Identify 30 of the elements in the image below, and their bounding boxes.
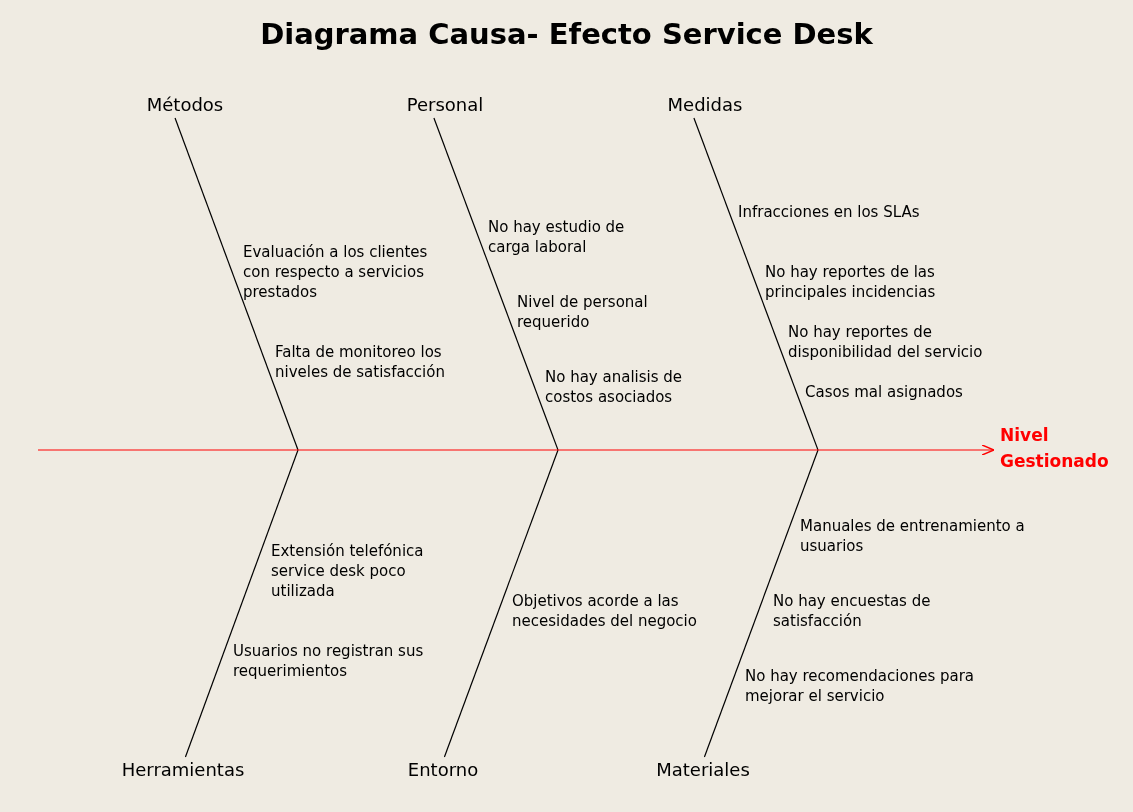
cause-text: No hay recomendaciones para mejorar el servicio <box>745 666 976 706</box>
cause-text: Falta de monitoreo los niveles de satisfacción <box>275 342 446 382</box>
bone-line <box>174 117 299 451</box>
bone-line <box>433 117 559 451</box>
cause-text: Evaluación a los clientes con respecto a servicios prestados <box>243 242 429 302</box>
cause-text: No hay estudio de carga laboral <box>488 217 626 257</box>
effect-label: Nivel Gestionado <box>1000 422 1130 474</box>
cause-text: Casos mal asignados <box>805 382 964 402</box>
category-label: Medidas <box>645 92 765 118</box>
cause-text: Infracciones en los SLAs <box>738 202 921 222</box>
cause-text: Usuarios no registran sus requerimientos <box>233 641 425 681</box>
cause-text: No hay analisis de costos asociados <box>545 367 684 407</box>
spine-arrow <box>37 444 995 456</box>
bone-line <box>443 449 559 758</box>
cause-text: Nivel de personal requerido <box>517 292 649 332</box>
cause-text: Extensión telefónica service desk poco utilizada <box>271 541 425 601</box>
bone-line <box>693 117 819 451</box>
cause-text: Objetivos acorde a las necesidades del negocio <box>512 591 698 631</box>
bone-line <box>184 449 299 758</box>
cause-text: No hay reportes de las principales incidencias <box>765 262 937 302</box>
cause-text: No hay encuestas de satisfacción <box>773 591 932 631</box>
cause-text: Manuales de entrenamiento a usuarios <box>800 516 1026 556</box>
category-label: Métodos <box>125 92 245 118</box>
cause-text: No hay reportes de disponibilidad del servicio <box>788 322 984 362</box>
bone-line <box>703 449 819 758</box>
category-label: Personal <box>385 92 505 118</box>
category-label: Materiales <box>643 757 763 783</box>
category-label: Herramientas <box>103 757 263 783</box>
diagram-title: Diagrama Causa- Efecto Service Desk <box>260 16 873 53</box>
category-label: Entorno <box>383 757 503 783</box>
